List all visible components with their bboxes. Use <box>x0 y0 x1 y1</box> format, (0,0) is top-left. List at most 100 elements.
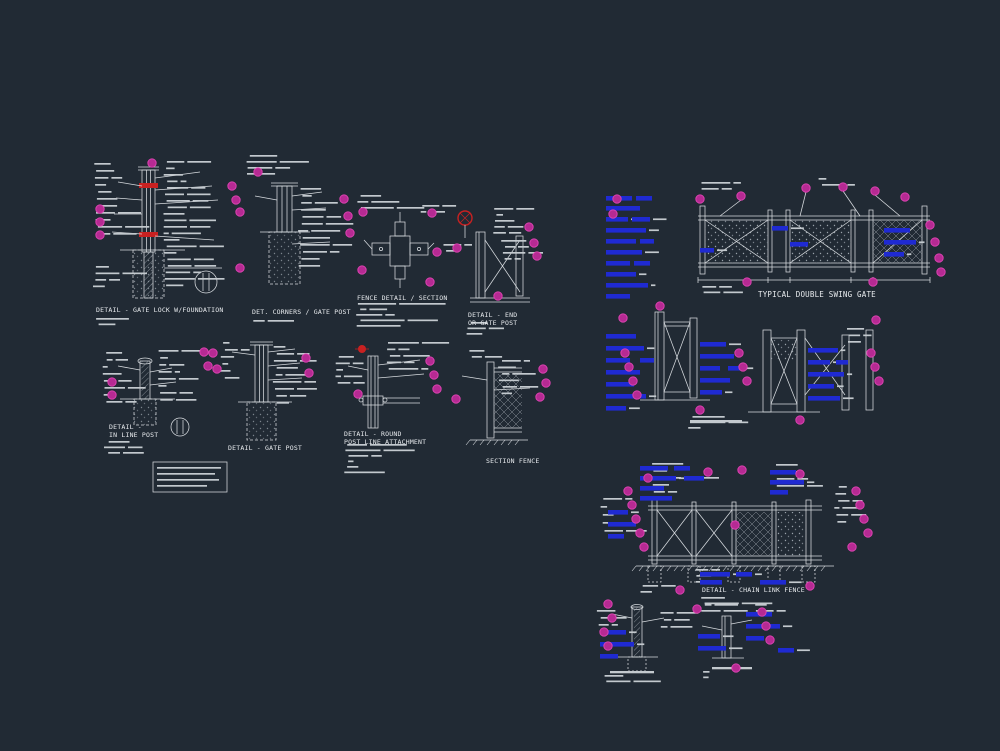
callout-marker[interactable] <box>227 181 237 191</box>
detail-corners-gate-post-drawing[interactable] <box>254 182 331 285</box>
callout-marker[interactable] <box>343 211 353 221</box>
callout-marker[interactable] <box>432 384 442 394</box>
callout-marker[interactable] <box>425 277 435 287</box>
callout-marker[interactable] <box>703 467 713 477</box>
callout-marker[interactable] <box>425 356 435 366</box>
callout-marker[interactable] <box>801 183 811 193</box>
callout-marker[interactable] <box>599 627 609 637</box>
detail-end-or-gate-post-drawing[interactable] <box>457 210 530 303</box>
callout-marker[interactable] <box>541 378 551 388</box>
callout-marker[interactable] <box>231 195 241 205</box>
callout-marker[interactable] <box>866 348 876 358</box>
callout-marker[interactable] <box>761 621 771 631</box>
callout-marker[interactable] <box>535 392 545 402</box>
callout-marker[interactable] <box>847 542 857 552</box>
callout-marker[interactable] <box>429 370 439 380</box>
callout-marker[interactable] <box>208 348 218 358</box>
callout-marker[interactable] <box>692 604 702 614</box>
callout-marker[interactable] <box>339 194 349 204</box>
callout-marker[interactable] <box>643 473 653 483</box>
callout-markers[interactable] <box>95 158 946 673</box>
callout-marker[interactable] <box>742 277 752 287</box>
callout-marker[interactable] <box>147 158 157 168</box>
callout-marker[interactable] <box>731 663 741 673</box>
callout-marker[interactable] <box>538 364 548 374</box>
callout-marker[interactable] <box>452 243 462 253</box>
callout-marker[interactable] <box>432 247 442 257</box>
callout-marker[interactable] <box>874 376 884 386</box>
callout-marker[interactable] <box>695 194 705 204</box>
callout-marker[interactable] <box>765 635 775 645</box>
callout-marker[interactable] <box>632 390 642 400</box>
callout-marker[interactable] <box>95 217 105 227</box>
callout-marker[interactable] <box>427 208 437 218</box>
callout-marker[interactable] <box>623 486 633 496</box>
detail-section-fence-drawing[interactable] <box>461 361 531 441</box>
callout-marker[interactable] <box>742 376 752 386</box>
callout-marker[interactable] <box>851 486 861 496</box>
callout-marker[interactable] <box>358 207 368 217</box>
callout-marker[interactable] <box>532 251 542 261</box>
detail-double-swing-gate-drawing[interactable] <box>697 190 931 283</box>
callout-marker[interactable] <box>612 194 622 204</box>
callout-marker[interactable] <box>631 514 641 524</box>
callout-marker[interactable] <box>235 263 245 273</box>
callout-marker[interactable] <box>628 376 638 386</box>
callout-marker[interactable] <box>925 220 935 230</box>
callout-marker[interactable] <box>618 313 628 323</box>
callout-marker[interactable] <box>871 315 881 325</box>
callout-marker[interactable] <box>493 291 503 301</box>
callout-marker[interactable] <box>868 277 878 287</box>
callout-marker[interactable] <box>730 520 740 530</box>
detail-fence-fitting-drawing[interactable] <box>363 212 435 288</box>
callout-marker[interactable] <box>203 361 213 371</box>
callout-marker[interactable] <box>757 607 767 617</box>
callout-marker[interactable] <box>107 390 117 400</box>
callout-marker[interactable] <box>738 362 748 372</box>
callout-marker[interactable] <box>624 362 634 372</box>
callout-marker[interactable] <box>859 514 869 524</box>
callout-marker[interactable] <box>301 353 311 363</box>
detail-chain-link-fence-drawing[interactable] <box>636 499 834 583</box>
callout-marker[interactable] <box>934 253 944 263</box>
callout-marker[interactable] <box>870 186 880 196</box>
callout-marker[interactable] <box>675 585 685 595</box>
callout-marker[interactable] <box>655 301 665 311</box>
callout-marker[interactable] <box>795 415 805 425</box>
callout-marker[interactable] <box>736 191 746 201</box>
callout-marker[interactable] <box>95 204 105 214</box>
callout-marker[interactable] <box>936 267 946 277</box>
callout-marker[interactable] <box>855 500 865 510</box>
callout-marker[interactable] <box>107 377 117 387</box>
detail-gate-truss-drawing[interactable] <box>640 311 874 413</box>
callout-marker[interactable] <box>795 469 805 479</box>
callout-marker[interactable] <box>620 348 630 358</box>
detail-round-post-attachment-drawing[interactable] <box>347 345 425 429</box>
callout-marker[interactable] <box>805 581 815 591</box>
callout-marker[interactable] <box>603 599 613 609</box>
callout-marker[interactable] <box>607 613 617 623</box>
callout-marker[interactable] <box>357 265 367 275</box>
callout-marker[interactable] <box>863 528 873 538</box>
callout-marker[interactable] <box>900 192 910 202</box>
callout-marker[interactable] <box>95 230 105 240</box>
callout-marker[interactable] <box>930 237 940 247</box>
callout-marker[interactable] <box>451 394 461 404</box>
callout-marker[interactable] <box>627 500 637 510</box>
callout-marker[interactable] <box>635 528 645 538</box>
callout-marker[interactable] <box>608 209 618 219</box>
callout-marker[interactable] <box>304 368 314 378</box>
callout-marker[interactable] <box>603 641 613 651</box>
callout-marker[interactable] <box>235 207 245 217</box>
callout-marker[interactable] <box>524 222 534 232</box>
callout-marker[interactable] <box>639 542 649 552</box>
callout-marker[interactable] <box>345 228 355 238</box>
detail-small-posts-drawing[interactable] <box>611 604 753 672</box>
callout-marker[interactable] <box>253 167 263 177</box>
callout-marker[interactable] <box>199 347 209 357</box>
callout-marker[interactable] <box>212 364 222 374</box>
callout-marker[interactable] <box>353 389 363 399</box>
callout-marker[interactable] <box>838 182 848 192</box>
